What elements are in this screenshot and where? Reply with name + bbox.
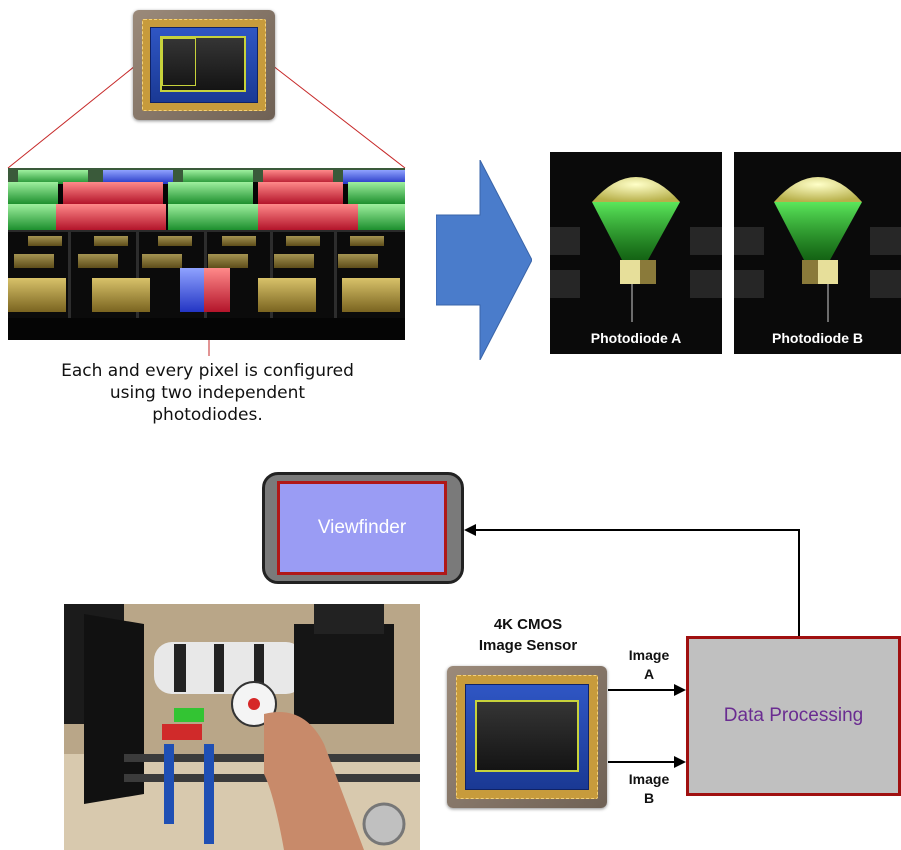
cmos-sensor-chip	[133, 10, 275, 120]
sensor-label: 4K CMOS Image Sensor	[463, 614, 593, 656]
photodiode-b-panel: Photodiode B	[734, 152, 901, 354]
chip-zoom-region	[162, 38, 196, 86]
image-b-line-1: Image	[628, 771, 670, 787]
arrow-right-icon	[436, 160, 532, 360]
viewfinder-device: Viewfinder	[262, 472, 464, 584]
image-b-line-2: B	[643, 790, 655, 806]
sensor-label-line-1: 4K CMOS	[493, 616, 563, 633]
4k-cmos-sensor-chip	[447, 666, 607, 808]
photodiode-b-label: Photodiode B	[772, 330, 863, 346]
pixel-array-illustration	[8, 168, 405, 340]
chip-active-area	[475, 700, 579, 772]
image-a-line-2: A	[643, 666, 655, 682]
image-a-label: Image A	[619, 646, 679, 684]
pixel-caption: Each and every pixel is configured using…	[30, 360, 385, 426]
image-a-line-1: Image	[628, 647, 670, 663]
caption-line-3: photodiodes.	[152, 405, 263, 425]
photodiode-a-panel: Photodiode A	[550, 152, 722, 354]
camera-rig-photo	[64, 604, 420, 850]
image-b-label: Image B	[619, 770, 679, 808]
photodiode-a-label: Photodiode A	[590, 330, 682, 346]
chip-active-area	[160, 36, 246, 92]
caption-line-1: Each and every pixel is configured	[61, 361, 354, 381]
caption-line-2: using two independent	[109, 383, 306, 403]
sensor-label-line-2: Image Sensor	[478, 637, 578, 654]
data-processing-box: Data Processing	[686, 636, 901, 796]
viewfinder-box: Viewfinder	[277, 481, 447, 575]
